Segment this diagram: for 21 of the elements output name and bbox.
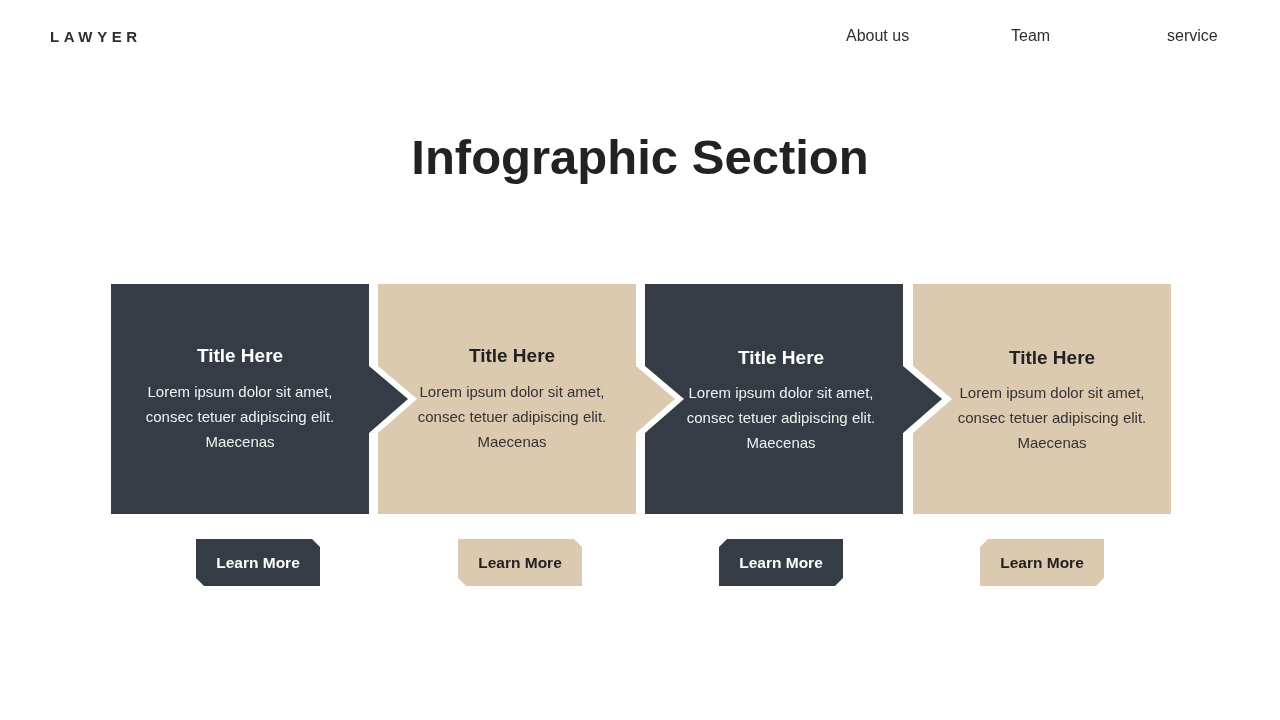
panel-text: Lorem ipsum dolor sit amet, consec tetuer adipiscing elit. Maecenas (416, 381, 608, 452)
panel-title: Title Here (737, 345, 825, 370)
learn-more-button: Learn More (458, 539, 582, 586)
panel-title: Title Here (196, 344, 284, 368)
chevron-panel (378, 284, 675, 514)
chevron-panel (645, 284, 942, 514)
learn-more-button: Learn More (980, 539, 1104, 586)
nav-link: service (1167, 26, 1218, 46)
panel-title: Title Here (468, 344, 556, 368)
learn-more-button: Learn More (719, 539, 843, 586)
panel-text: Lorem ipsum dolor sit amet, consec tetuer adipiscing elit. Maecenas (144, 381, 336, 452)
panel-title: Title Here (1008, 345, 1096, 370)
chevron-panel (913, 284, 1171, 514)
panel-text: Lorem ipsum dolor sit amet, consec tetuer adipiscing elit. Maecenas (685, 383, 877, 453)
page-title: Infographic Section (411, 129, 869, 186)
panel-text: Lorem ipsum dolor sit amet, consec tetuer adipiscing elit. Maecenas (956, 383, 1148, 453)
nav-link: About us (846, 26, 910, 46)
learn-more-button: Learn More (196, 539, 320, 586)
site-name: LAWYER (50, 27, 142, 47)
chevron-panel (111, 284, 408, 514)
nav-link: Team (1011, 26, 1051, 46)
